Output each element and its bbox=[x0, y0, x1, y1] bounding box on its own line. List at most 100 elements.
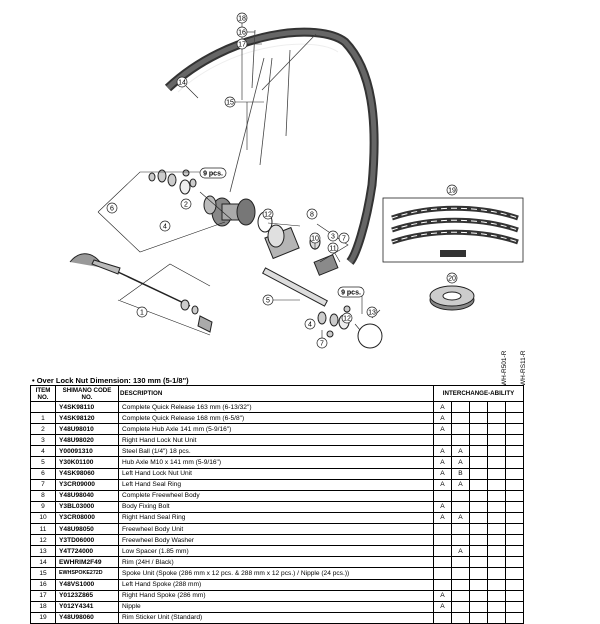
interchange-cell bbox=[505, 478, 524, 491]
interchange-cell bbox=[469, 412, 488, 425]
interchange-cell bbox=[451, 423, 470, 436]
code-cell: Y48U98060 bbox=[55, 611, 119, 624]
interchange-cell: A bbox=[451, 456, 470, 469]
interchange-cell bbox=[469, 445, 488, 458]
callout-label: 4 bbox=[163, 224, 167, 231]
interchange-cell: A bbox=[451, 478, 470, 491]
code-cell: Y48U98040 bbox=[55, 489, 119, 502]
interchange-cell bbox=[505, 556, 524, 569]
interchange-cell bbox=[505, 400, 524, 414]
description-cell: Left Hand Lock Nut Unit bbox=[118, 467, 434, 480]
interchange-cell bbox=[433, 534, 452, 547]
interchange-cell: A bbox=[433, 423, 452, 436]
interchange-cell: A bbox=[451, 511, 470, 525]
interchange-cell bbox=[469, 578, 488, 591]
interchange-cell bbox=[451, 578, 470, 591]
interchange-cell bbox=[505, 489, 524, 502]
interchange-cell bbox=[469, 523, 488, 536]
interchange-cell bbox=[451, 500, 470, 513]
interchange-cell: A bbox=[433, 445, 452, 458]
interchange-cell bbox=[487, 600, 506, 613]
code-cell: Y48U98050 bbox=[55, 523, 119, 536]
interchange-cell bbox=[505, 500, 524, 513]
interchange-cell bbox=[505, 423, 524, 436]
interchange-cell bbox=[505, 456, 524, 469]
interchange-cell bbox=[469, 556, 488, 569]
interchange-cell bbox=[433, 523, 452, 536]
interchange-cell bbox=[451, 534, 470, 547]
description-cell: Freewheel Body Washer bbox=[118, 534, 434, 547]
header-code-no: SHIMANO CODE NO. bbox=[55, 385, 119, 402]
description-cell: Complete Hub Axle 141 mm (5-9/16") bbox=[118, 423, 434, 436]
callout-markers bbox=[106, 12, 458, 349]
interchange-cell: A bbox=[433, 412, 452, 425]
rim-tape-roll bbox=[429, 285, 475, 311]
callout-label: 16 bbox=[238, 30, 246, 37]
callout-label: 11 bbox=[329, 246, 336, 253]
interchange-cell bbox=[433, 545, 452, 558]
interchange-cell bbox=[487, 445, 506, 458]
interchange-cell bbox=[487, 545, 506, 558]
interchange-cell bbox=[505, 534, 524, 547]
description-cell: Right Hand Seal Ring bbox=[118, 511, 434, 525]
interchange-cell bbox=[487, 434, 506, 447]
code-cell: Y3CR09000 bbox=[55, 478, 119, 491]
description-cell: Low Spacer (1.85 mm) bbox=[118, 545, 434, 558]
item-no-cell: 5 bbox=[30, 456, 56, 469]
description-cell: Rim (24H / Black) bbox=[118, 556, 434, 569]
hub-body bbox=[203, 195, 256, 227]
interchange-cell bbox=[433, 611, 452, 624]
callout-label: 9 pcs. bbox=[341, 290, 361, 297]
callout-label: 12 bbox=[343, 316, 351, 323]
interchange-cell: A bbox=[433, 400, 452, 414]
callout-label: 14 bbox=[178, 80, 186, 87]
interchange-cell bbox=[469, 478, 488, 491]
over-lock-nut-dimension: • Over Lock Nut Dimension: 130 mm (5-1/8… bbox=[32, 376, 189, 385]
interchange-cell bbox=[451, 523, 470, 536]
description-cell: Nipple bbox=[118, 600, 434, 613]
interchange-cell: A bbox=[433, 500, 452, 513]
rim-sticker-set bbox=[382, 197, 524, 263]
code-cell: Y3CR08000 bbox=[55, 511, 119, 525]
interchange-cell bbox=[469, 511, 488, 525]
interchange-cell: A bbox=[433, 456, 452, 469]
callout-label: 19 bbox=[448, 188, 456, 195]
callout-label: 4 bbox=[308, 322, 312, 329]
interchange-cell bbox=[505, 511, 524, 525]
item-no-cell: 19 bbox=[30, 611, 56, 624]
interchange-cell: A bbox=[433, 467, 452, 480]
interchange-cell bbox=[469, 500, 488, 513]
code-cell: EWHSPOKE272D bbox=[55, 567, 119, 580]
interchange-cell bbox=[433, 556, 452, 569]
callout-label: 9 pcs. bbox=[203, 171, 223, 178]
item-no-cell: 14 bbox=[30, 556, 56, 569]
interchange-cell bbox=[451, 412, 470, 425]
interchange-cell bbox=[451, 489, 470, 502]
interchange-cell bbox=[451, 611, 470, 624]
code-cell: Y4SK98060 bbox=[55, 467, 119, 480]
description-cell: Steel Ball (1/4") 18 pcs. bbox=[118, 445, 434, 458]
interchange-cell bbox=[469, 489, 488, 502]
interchange-cell bbox=[505, 600, 524, 613]
code-cell: Y4T724000 bbox=[55, 545, 119, 558]
interchange-cell bbox=[487, 489, 506, 502]
interchange-cell bbox=[487, 500, 506, 513]
interchange-cell bbox=[487, 511, 506, 525]
item-no-cell: 6 bbox=[30, 467, 56, 480]
header-interchangeability: INTERCHANGE-ABILITY bbox=[433, 385, 524, 402]
interchange-cell bbox=[433, 434, 452, 447]
item-no-cell: 15 bbox=[30, 567, 56, 580]
callout-label: 12 bbox=[264, 212, 272, 219]
interchange-cell bbox=[487, 523, 506, 536]
interchange-cell bbox=[505, 545, 524, 558]
